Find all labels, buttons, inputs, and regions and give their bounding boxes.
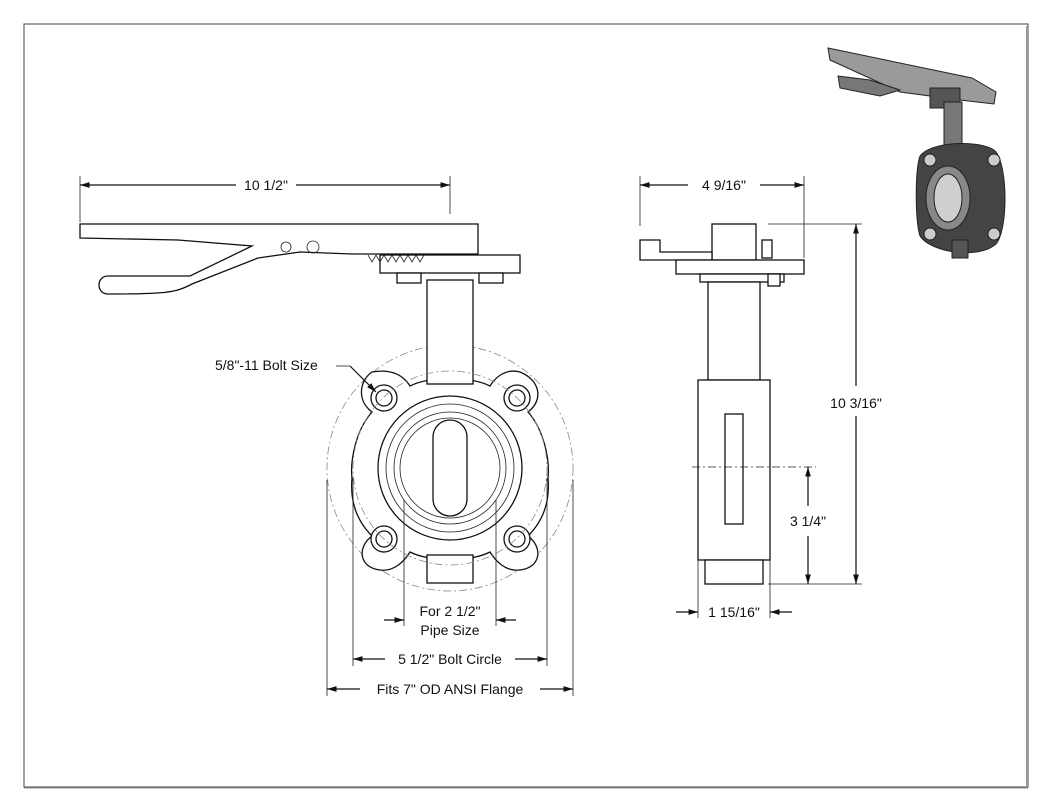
- dim-body-thickness: 1 15/16": [676, 560, 792, 620]
- side-view: [639, 223, 805, 585]
- dim-bolt-size: 5/8"-11 Bolt Size: [215, 357, 377, 393]
- sheet-border: [23, 23, 1029, 789]
- side-stem-top: [711, 223, 757, 261]
- dim-pipe-size-line2: Pipe Size: [420, 622, 479, 638]
- dim-side-width: 4 9/16": [639, 176, 805, 258]
- dim-flange-fit-text: Fits 7" OD ANSI Flange: [377, 681, 524, 697]
- dim-pipe-size: For 2 1/2" Pipe Size: [384, 500, 516, 638]
- dim-lower-height-text: 3 1/4": [790, 513, 826, 529]
- isometric-view: [827, 47, 1006, 259]
- dim-overall-height: 10 3/16": [768, 223, 882, 585]
- dim-lower-height: 3 1/4": [692, 466, 826, 584]
- bolt-circle: [352, 370, 548, 566]
- side-top-plate: [675, 259, 805, 275]
- dim-handle-length-text: 10 1/2": [244, 177, 288, 193]
- dim-side-width-text: 4 9/16": [702, 177, 746, 193]
- side-lower-stem: [704, 559, 764, 585]
- nut-right: [478, 272, 504, 284]
- stem-neck: [426, 279, 474, 385]
- handle-pin-1: [280, 241, 292, 253]
- side-stem-neck: [707, 281, 761, 381]
- side-disc: [724, 413, 744, 525]
- side-nut: [767, 273, 781, 287]
- dim-bolt-circle: 5 1/2" Bolt Circle: [352, 478, 548, 667]
- top-plate: [379, 254, 521, 274]
- dim-pipe-size-line1: For 2 1/2": [420, 603, 481, 619]
- dim-bolt-size-text: 5/8"-11 Bolt Size: [215, 357, 318, 373]
- seat-ring-mid: [385, 403, 515, 533]
- dim-handle-length: 10 1/2": [79, 176, 451, 222]
- front-view: [79, 223, 574, 592]
- seat-ring-inner: [393, 411, 507, 525]
- disc-edge: [399, 417, 501, 519]
- handle-pin-2: [306, 240, 320, 254]
- nut-left: [396, 272, 422, 284]
- handle-lever: [79, 223, 479, 295]
- disc-stem: [432, 419, 468, 517]
- notch-plate: [367, 254, 425, 263]
- dim-flange-fit: Fits 7" OD ANSI Flange: [326, 480, 574, 697]
- side-bolt-head: [761, 239, 773, 259]
- lower-stem: [426, 554, 474, 584]
- side-handle-stub: [639, 239, 713, 261]
- dim-body-thickness-text: 1 15/16": [708, 604, 760, 620]
- dim-overall-height-text: 10 3/16": [830, 395, 882, 411]
- dim-bolt-circle-text: 5 1/2" Bolt Circle: [398, 651, 502, 667]
